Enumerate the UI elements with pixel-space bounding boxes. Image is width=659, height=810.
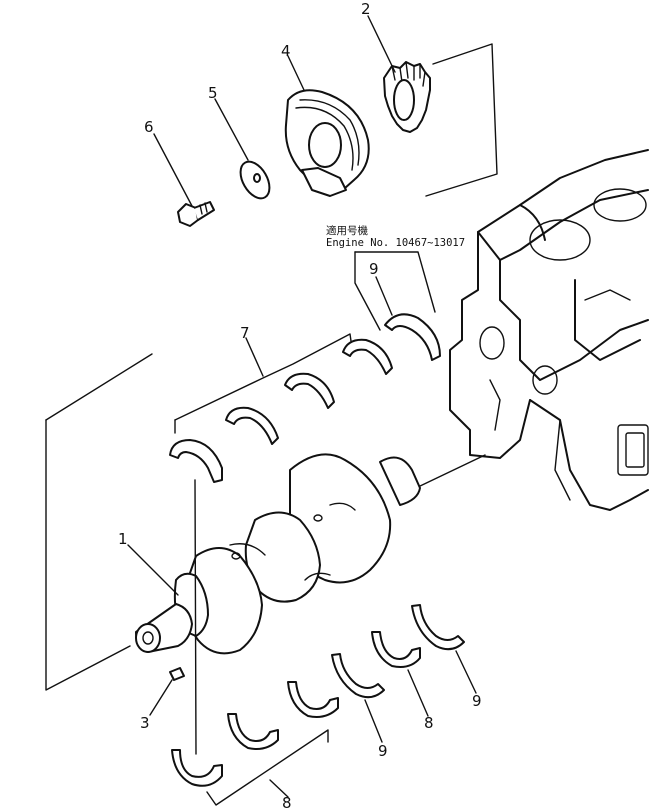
callout-key: 3 xyxy=(140,714,150,732)
callout-pulley: 4 xyxy=(281,42,291,60)
note-line-2: Engine No. 10467~13017 xyxy=(326,237,465,249)
note-line-1: 適用号機 xyxy=(326,224,368,237)
crank-key xyxy=(169,667,185,681)
bolt xyxy=(177,201,215,227)
timing-gear xyxy=(383,61,431,133)
callout-lower-bearing-set: 8 xyxy=(282,794,292,810)
engine-block xyxy=(449,149,649,511)
callout-bolt: 6 xyxy=(144,118,154,136)
thrust-washer-lower-a xyxy=(331,653,385,699)
crank-pulley xyxy=(284,89,370,197)
callout-numbers: 2 4 5 6 9 7 1 3 9 8 9 8 xyxy=(118,0,482,810)
leader-lines xyxy=(127,15,477,798)
callout-crankshaft: 1 xyxy=(118,530,128,548)
thrust-washer-lower-b xyxy=(411,604,465,651)
callout-lower-bearing-single: 8 xyxy=(424,714,434,732)
upper-bearing-set xyxy=(169,333,393,483)
callout-upper-bearing-set: 7 xyxy=(240,324,250,342)
callout-thrust-washer-lower-a: 9 xyxy=(378,742,388,760)
callout-washer: 5 xyxy=(208,84,218,102)
applicability-note: 適用号機 Engine No. 10467~13017 xyxy=(326,224,465,331)
callout-gear: 2 xyxy=(361,0,371,18)
lower-bearing-set xyxy=(171,479,421,806)
callout-thrust-washer-upper: 9 xyxy=(369,260,379,278)
washer xyxy=(239,160,271,200)
leader-frame xyxy=(45,43,498,691)
callout-thrust-washer-lower-b: 9 xyxy=(472,692,482,710)
thrust-washer-upper xyxy=(384,313,441,361)
crankshaft xyxy=(135,453,421,655)
